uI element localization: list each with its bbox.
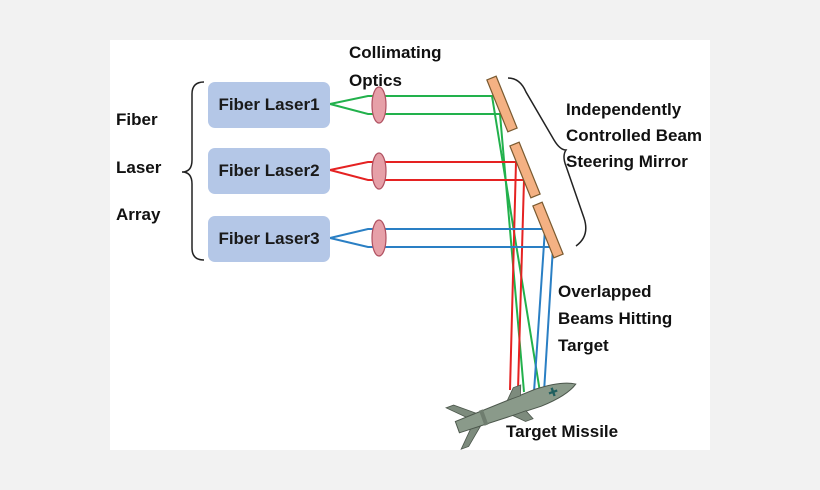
mirror-label-line1: Independently [566, 100, 682, 119]
array-label-line3: Array [116, 205, 161, 224]
fiber-laser1-label: Fiber Laser1 [218, 95, 319, 114]
missile-band [479, 409, 489, 426]
lens-1 [371, 86, 387, 124]
lens-2 [371, 152, 387, 190]
overlap-label-line1: Overlapped [558, 282, 652, 301]
target-missile: ✚ [445, 382, 577, 450]
steering-mirror-2 [509, 141, 541, 199]
mirror-label-line3: Steering Mirror [566, 152, 688, 171]
target-marker-icon: ✚ [546, 384, 560, 401]
optics-label-line2: Optics [349, 71, 402, 90]
red-beam-upper [329, 161, 518, 391]
fiber-laser3-label: Fiber Laser3 [218, 229, 319, 248]
lens-3 [371, 219, 387, 257]
steering-mirror-3 [532, 201, 564, 259]
array-label-line1: Fiber [116, 110, 158, 129]
fiber-laser2-label: Fiber Laser2 [218, 161, 319, 180]
overlap-label-line2: Beams Hitting [558, 309, 672, 328]
steering-mirror-1 [486, 75, 518, 133]
missile-wing-bottom [511, 410, 534, 422]
overlap-label-line3: Target [558, 336, 609, 355]
target-missile-label: Target Missile [506, 422, 618, 441]
fiber-laser3-box [208, 216, 330, 262]
mirror-label-line2: Controlled Beam [566, 126, 702, 145]
fiber-laser2-box [208, 148, 330, 194]
green-beam [329, 95, 541, 393]
mirror-brace [507, 77, 587, 247]
missile-wing-top [506, 384, 522, 402]
array-brace [181, 81, 205, 261]
fiber-laser1-box [208, 82, 330, 128]
red-beam-lower [329, 169, 526, 391]
green-beam-upper [329, 95, 541, 393]
red-beam [329, 161, 526, 391]
optics-label-line1: Collimating [349, 43, 442, 62]
array-label-line2: Laser [116, 158, 162, 177]
